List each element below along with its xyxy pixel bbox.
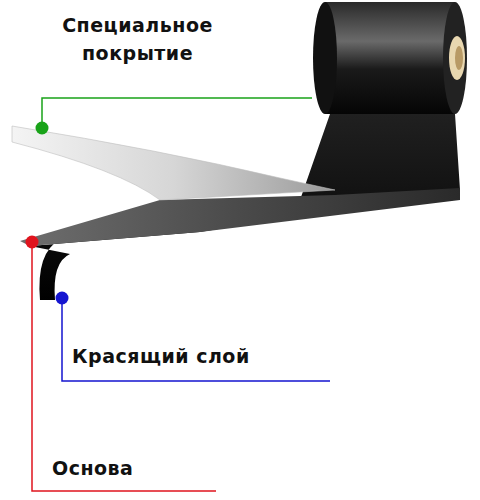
coating-sheet xyxy=(12,126,335,200)
roll-body xyxy=(325,2,455,114)
coating-leader xyxy=(42,98,312,128)
roll-core xyxy=(449,36,465,80)
ink-leader xyxy=(62,298,330,381)
roll-core-hole xyxy=(455,46,463,70)
ink-dot xyxy=(56,292,69,305)
roll-left-end xyxy=(313,2,337,114)
coating-dot xyxy=(36,122,49,135)
coating-label: Специальное покрытие xyxy=(30,12,245,67)
ink-label: Красящий слой xyxy=(72,343,372,371)
roll-right-end xyxy=(443,2,467,114)
base-label: Основа xyxy=(52,455,252,483)
base-dot xyxy=(26,236,39,249)
ribbon-roll xyxy=(313,2,467,114)
base-layer xyxy=(20,188,460,246)
